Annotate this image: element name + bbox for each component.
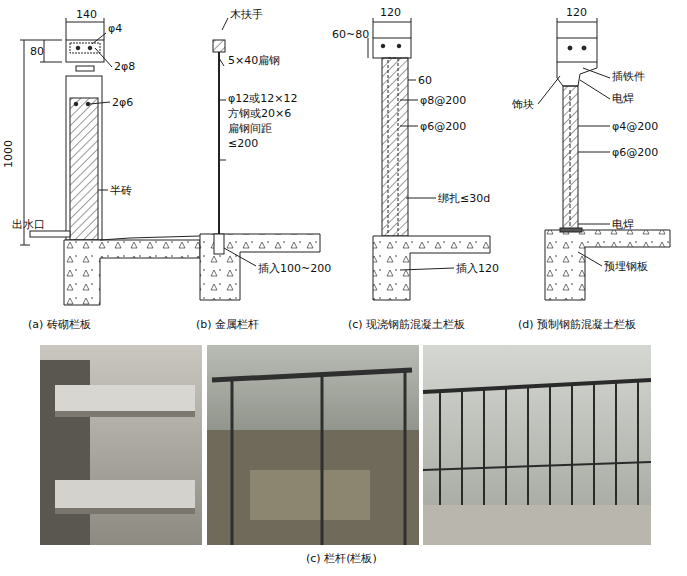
annotation-label: 木扶手 <box>230 8 263 21</box>
figure-caption: (d) 预制钢筋混凝土栏板 <box>518 318 636 331</box>
annotation-label: 60 <box>418 74 432 87</box>
annotation-label: 插入120 <box>456 262 499 275</box>
annotation-label: 电焊 <box>612 92 634 105</box>
figure-caption: (c) 现浇钢筋混凝土栏板 <box>348 318 465 331</box>
figure-caption: (c) 栏杆(栏板) <box>306 552 377 565</box>
annotation-label: 半砖 <box>110 184 132 197</box>
annotation-label: 电焊 <box>612 218 634 231</box>
annotation-label: φ4 <box>108 22 122 35</box>
annotation-label: 120 <box>566 6 587 19</box>
annotation-label: 出水口 <box>12 218 45 231</box>
annotation-label: 80 <box>30 45 44 58</box>
annotation-label: 5×40扁钢 <box>228 54 280 67</box>
annotation-label: 140 <box>76 8 97 21</box>
annotation-label: φ6@200 <box>420 120 466 133</box>
figure-caption: (b) 金属栏杆 <box>196 318 259 331</box>
annotation-label: φ6@200 <box>612 146 658 159</box>
annotation-label: 60~80 <box>332 28 369 41</box>
annotation-label: 饰块 <box>512 98 534 111</box>
annotation-label: 预埋钢板 <box>604 260 648 273</box>
annotation-label: 2φ6 <box>112 96 133 109</box>
figure-caption: (a) 砖砌栏板 <box>28 318 91 331</box>
annotation-label: φ8@200 <box>420 94 466 107</box>
annotation-label: 120 <box>380 6 401 19</box>
annotation-label: 插入100~200 <box>258 262 331 275</box>
annotation-label: φ12或12×12 方钢或20×6 扁钢间距≤200 <box>228 92 297 151</box>
annotation-label: φ4@200 <box>612 120 658 133</box>
annotation-label: 插铁件 <box>612 70 645 83</box>
annotation-label: 绑扎≤30d <box>438 192 490 205</box>
annotation-label: 2φ8 <box>114 60 135 73</box>
annotation-label: 1000 <box>2 140 15 168</box>
